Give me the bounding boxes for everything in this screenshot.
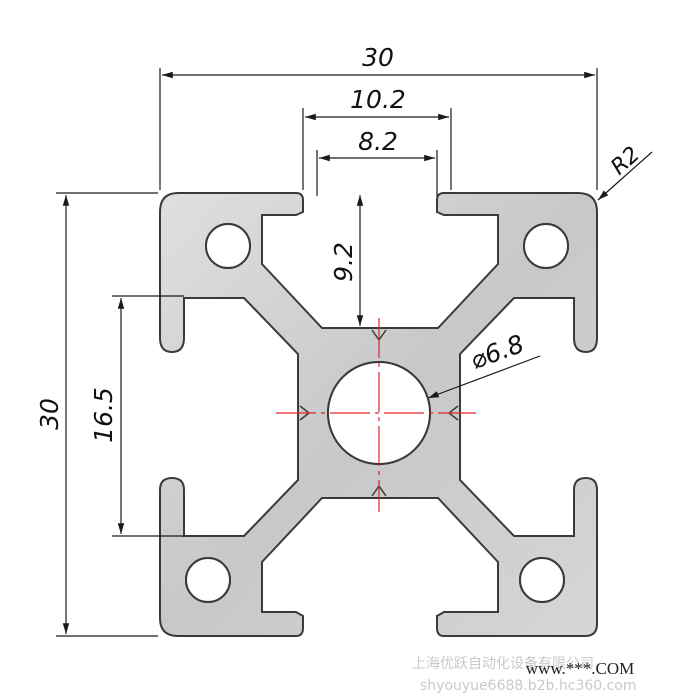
watermark-badge: www.***.COM	[526, 659, 634, 678]
corner-hole-bottom-left	[185, 557, 231, 603]
watermark: 上海优跃自动化设备有限公司 shyouyue6688.b2b.hc360.com…	[412, 655, 637, 694]
label-slot-outer: 10.2	[350, 85, 406, 114]
dimension-lines	[56, 68, 653, 637]
centerlines	[276, 318, 476, 512]
label-slot-spacing: 16.5	[89, 387, 118, 443]
label-height-30: 30	[35, 398, 64, 430]
profile-section	[159, 192, 598, 637]
label-slot-opening: 8.2	[358, 127, 398, 156]
corner-hole-top-left	[205, 223, 251, 269]
label-corner-radius: R2	[606, 142, 645, 180]
leader-diameter	[427, 355, 541, 399]
leader-radius	[597, 151, 653, 201]
label-slot-depth: 9.2	[329, 242, 358, 282]
corner-hole-bottom-right	[519, 557, 565, 603]
corner-hole-top-right	[523, 223, 569, 269]
label-width-30: 30	[362, 43, 394, 72]
watermark-company: 上海优跃自动化设备有限公司	[412, 655, 594, 672]
watermark-website: shyouyue6688.b2b.hc360.com	[420, 678, 637, 694]
